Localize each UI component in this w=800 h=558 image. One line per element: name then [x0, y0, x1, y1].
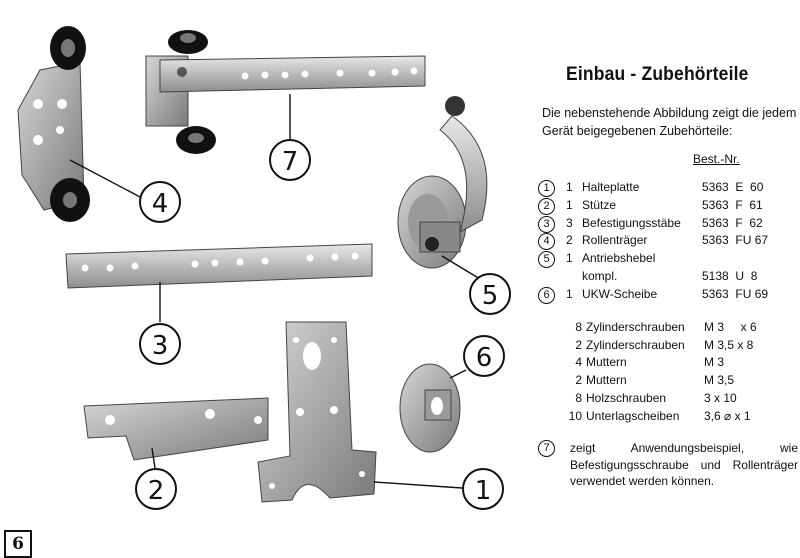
- part-name: Stütze: [582, 197, 617, 212]
- part-qty: 3: [566, 215, 573, 230]
- part-qty: 1: [566, 251, 573, 266]
- intro-text: Die nebenstehende Abbildung zeigt die je…: [542, 106, 797, 138]
- hardware-qty: 8: [575, 391, 582, 406]
- accessory-parts-photo: 4 7 5 3 6 2 1: [17, 26, 511, 510]
- part-code: [702, 251, 798, 269]
- part-code: 5363 FU 69: [702, 286, 769, 301]
- page-title: Einbau - Zubehörteile: [566, 64, 749, 85]
- hardware-qty: 2: [575, 337, 582, 352]
- part-code: 5138 U 8: [702, 268, 758, 283]
- mounting-bar-part: [65, 243, 373, 289]
- part-name: Rollenträger: [582, 233, 648, 248]
- part-qty: [566, 269, 582, 287]
- part-name: Halteplatte: [582, 180, 640, 194]
- hardware-name: Zylinderschrauben: [586, 319, 685, 334]
- callout-2: 2: [148, 476, 165, 506]
- vhf-disc-part: [399, 363, 461, 453]
- hardware-name: Holzschrauben: [586, 391, 667, 406]
- part-qty: 1: [566, 286, 573, 301]
- hardware-qty: 4: [575, 355, 582, 370]
- hardware-row: 2 Zylinderschrauben M 3,5 x 8: [564, 336, 784, 354]
- hardware-size: M 3,5: [704, 373, 735, 388]
- part-number-circle: 4: [538, 233, 555, 251]
- hardware-size: M 3: [704, 355, 725, 370]
- part-name: UKW-Scheibe: [582, 286, 658, 301]
- part-code: 5363 E 60: [702, 180, 764, 194]
- hardware-size: M 3 x 6: [704, 319, 757, 334]
- part-number-circle: 5: [538, 251, 555, 269]
- part-number-circle: 1: [538, 180, 555, 197]
- note-number-circle: 7: [538, 440, 555, 457]
- callout-6: 6: [476, 343, 493, 373]
- hardware-size: M 3,5 x 8: [704, 337, 754, 352]
- mounting-plate-part: [257, 321, 377, 503]
- callout-3: 3: [152, 331, 169, 361]
- part-number-circle: 6: [538, 286, 555, 304]
- text-panel: Einbau - Zubehörteile Die nebenstehende …: [538, 0, 800, 520]
- hardware-row: 8 Zylinderschrauben M 3 x 6: [564, 318, 784, 336]
- part-number-circle: 2: [538, 197, 555, 215]
- parts-row: kompl. 5138 U 8: [538, 269, 798, 287]
- part-code: 5363 FU 67: [702, 233, 769, 248]
- drive-lever-part: [397, 96, 488, 269]
- hardware-size: 3,6 ⌀ x 1: [704, 408, 751, 423]
- roller-carrier-part: [17, 26, 90, 222]
- hardware-name: Zylinderschrauben: [586, 337, 685, 352]
- assembly-example-part: [145, 30, 426, 154]
- part-code: 5363 F 61: [702, 197, 763, 212]
- hardware-row: 4 Muttern M 3: [564, 354, 784, 372]
- part-number-circle: 3: [538, 215, 555, 233]
- part-name: Antriebshebel: [582, 251, 656, 266]
- part-name: kompl.: [582, 268, 618, 283]
- page-number: 6: [4, 530, 32, 558]
- hardware-row: 8 Holzschrauben 3 x 10: [564, 389, 784, 407]
- part-code: 5363 F 62: [702, 215, 763, 230]
- usage-note-text: zeigt Anwendungsbeispiel, wie Befestigun…: [570, 441, 798, 488]
- hardware-name: Unterlagscheiben: [586, 408, 680, 423]
- callout-1: 1: [475, 476, 492, 506]
- callout-7: 7: [282, 147, 299, 177]
- callout-4: 4: [152, 189, 169, 219]
- hardware-name: Muttern: [586, 373, 627, 388]
- part-name: Befestigungsstäbe: [582, 215, 681, 230]
- hardware-name: Muttern: [586, 355, 627, 370]
- hardware-size: 3 x 10: [704, 391, 737, 406]
- hardware-qty: 2: [575, 373, 582, 388]
- hardware-row: 2 Muttern M 3,5: [564, 371, 784, 389]
- hardware-qty: 8: [575, 319, 582, 334]
- hardware-row: 10 Unterlagscheiben 3,6 ⌀ x 1: [564, 407, 784, 425]
- part-qty: 2: [566, 233, 573, 248]
- support-part: [83, 397, 269, 461]
- bestnr-header: Best.-Nr.: [693, 152, 740, 166]
- hardware-qty: 10: [568, 408, 582, 423]
- part-qty: 1: [566, 197, 573, 212]
- part-qty: 1: [566, 180, 573, 194]
- callout-5: 5: [482, 281, 499, 311]
